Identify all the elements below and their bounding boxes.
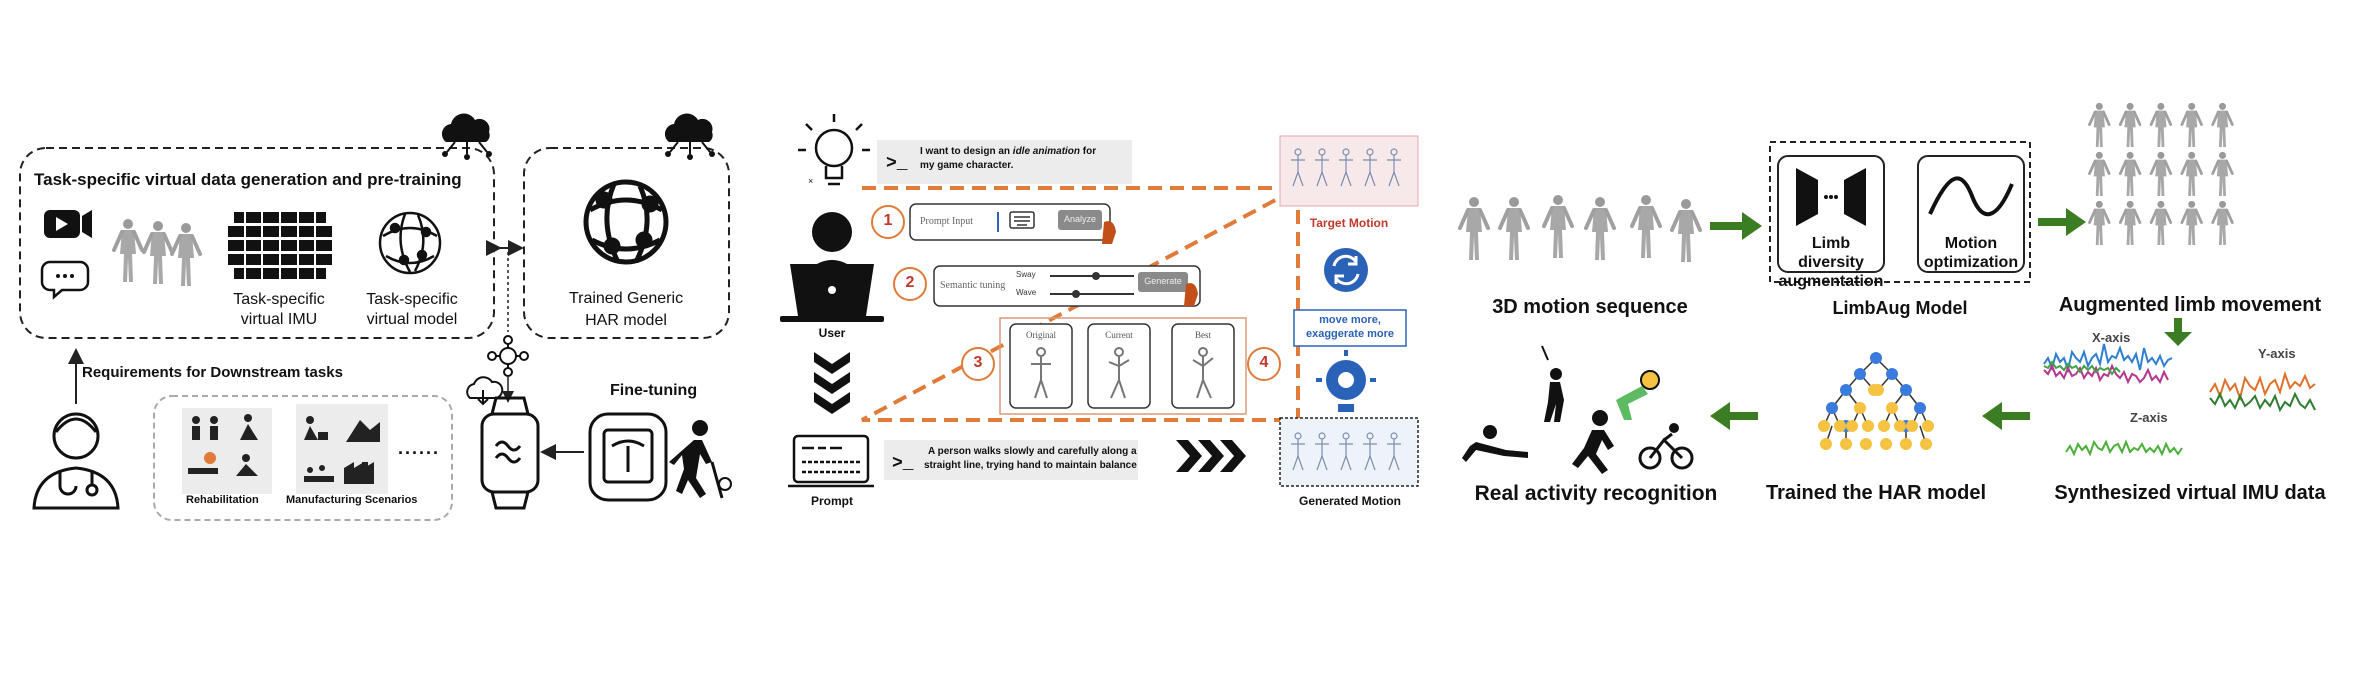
hand-cursor-icon bbox=[1102, 221, 1116, 244]
terminal-keyboard-icon bbox=[788, 434, 874, 488]
limbaug-box bbox=[1769, 141, 2031, 283]
card-best-label: Best bbox=[1194, 330, 1211, 340]
rehabilitation-label: Rehabilitation bbox=[186, 494, 259, 506]
generate-button[interactable]: Generate bbox=[1144, 276, 1182, 286]
green-arrow bbox=[2038, 208, 2086, 236]
walking-person-icon bbox=[669, 420, 732, 499]
limbaug-model-label: LimbAug Model bbox=[1832, 298, 1968, 318]
semantic-tuning-label: Semantic tuning bbox=[940, 280, 1006, 291]
limb-diversity-label: Limb diversity augmentation bbox=[1778, 235, 1884, 290]
manufacturing-label: Manufacturing Scenarios bbox=[286, 494, 418, 506]
target-motion-label: Target Motion bbox=[1309, 216, 1389, 230]
har-globe-icon bbox=[583, 179, 669, 265]
motion-sequence-figures bbox=[1458, 193, 1702, 264]
user-laptop-icon bbox=[780, 212, 884, 322]
cloud-download-icon bbox=[466, 376, 504, 406]
z-axis-label: Z-axis bbox=[2130, 410, 2168, 425]
prompt-input-field[interactable]: Prompt Input bbox=[920, 216, 974, 227]
generated-motion-label: Generated Motion bbox=[1298, 494, 1401, 508]
network-nodes-icon bbox=[487, 335, 529, 377]
motion-optimization-label: Motion optimization bbox=[1923, 235, 2019, 271]
step-1-number: 1 bbox=[883, 212, 893, 229]
humanoid-figures-image bbox=[112, 217, 202, 288]
refresh-icon bbox=[1324, 248, 1368, 292]
manufacturing-icons bbox=[296, 404, 388, 494]
model-label: Task-specific virtual model bbox=[366, 291, 458, 328]
svg-text:×: × bbox=[808, 176, 813, 186]
green-arrow bbox=[1710, 212, 1762, 240]
step-4-number: 4 bbox=[1259, 354, 1269, 371]
feedback-line2: exaggerate more bbox=[1305, 328, 1395, 340]
feedback-box bbox=[1293, 309, 1407, 347]
card-current-label: Current bbox=[1105, 330, 1133, 340]
augmented-limb-label: Augmented limb movement bbox=[2058, 294, 2322, 316]
x-axis-label: X-axis bbox=[2092, 330, 2131, 345]
smartwatch-icon bbox=[480, 396, 540, 510]
down-chevrons-icon bbox=[814, 352, 850, 414]
keyboard-icon bbox=[1009, 211, 1035, 229]
y-axis-label: Y-axis bbox=[2258, 346, 2296, 361]
tree-model-icon bbox=[1818, 352, 1934, 450]
requirements-label: Requirements for Downstream tasks bbox=[82, 364, 343, 381]
globe-network-icon bbox=[378, 211, 442, 275]
right-chevrons-icon bbox=[1176, 440, 1246, 472]
curve-icon bbox=[1928, 176, 2014, 216]
analyze-button[interactable]: Analyze bbox=[1063, 214, 1097, 224]
lightbulb-icon bbox=[798, 114, 870, 186]
feedback-line1: move more, bbox=[1319, 314, 1381, 326]
cloud-network-icon bbox=[664, 113, 715, 160]
step-2-number: 2 bbox=[905, 274, 915, 291]
prompt-top-line1: I want to design an idle animation for bbox=[920, 146, 1097, 157]
generated-motion-box bbox=[1279, 417, 1419, 487]
pretraining-title: Task-specific virtual data generation an… bbox=[34, 170, 462, 189]
doctor-icon bbox=[32, 412, 120, 510]
prompt-bottom-line1: A person walks slowly and carefully alon… bbox=[928, 446, 1137, 457]
target-motion-box bbox=[1279, 135, 1419, 207]
gear-bulb-icon bbox=[1316, 350, 1376, 412]
har-label: Trained Generic HAR model bbox=[568, 290, 684, 329]
scenarios-box bbox=[153, 395, 453, 521]
more-ellipsis: ...... bbox=[398, 438, 441, 458]
card-original-label: Original bbox=[1026, 330, 1056, 340]
rehabilitation-icons bbox=[182, 408, 272, 494]
imu-signal-plots bbox=[2043, 343, 2316, 457]
comparison-cards bbox=[1009, 323, 1235, 409]
step-3-number: 3 bbox=[973, 354, 983, 371]
prompt-label: Prompt bbox=[811, 494, 853, 508]
autoencoder-icon bbox=[1796, 168, 1866, 226]
video-camera-icon bbox=[44, 210, 92, 238]
green-arrow bbox=[1982, 402, 2030, 430]
imu-label: Task-specific virtual IMU bbox=[233, 291, 325, 328]
prompt-top-line2: my game character. bbox=[920, 160, 1014, 171]
finetune-model-icon bbox=[588, 412, 668, 502]
server-stack-icon bbox=[228, 212, 332, 279]
user-label: User bbox=[818, 326, 846, 340]
prompt-top-box bbox=[877, 140, 1132, 184]
sway-slider-label: Sway bbox=[1016, 270, 1036, 279]
green-arrow bbox=[1710, 402, 1758, 430]
wave-slider-label: Wave bbox=[1016, 288, 1037, 297]
real-activity-label: Real activity recognition bbox=[1474, 482, 1718, 505]
prompt-bottom-line2: straight line, trying hand to maintain b… bbox=[924, 460, 1137, 471]
trained-har-label: Trained the HAR model bbox=[1765, 482, 1987, 504]
green-arrow bbox=[2164, 318, 2192, 346]
svg-text:>_: >_ bbox=[892, 454, 914, 474]
activity-icons bbox=[1462, 345, 1694, 474]
svg-text:>_: >_ bbox=[886, 154, 908, 174]
motion-sequence-label: 3D motion sequence bbox=[1492, 296, 1688, 318]
finetuning-label: Fine-tuning bbox=[610, 382, 698, 399]
prompt-bottom-box bbox=[884, 440, 1138, 480]
synthesized-imu-label: Synthesized virtual IMU data bbox=[2054, 482, 2326, 504]
augmented-figures-grid bbox=[2088, 101, 2234, 247]
har-box bbox=[523, 147, 730, 339]
hand-cursor-icon bbox=[1184, 283, 1198, 306]
chat-bubble-icon bbox=[40, 260, 90, 300]
pretraining-box bbox=[19, 147, 495, 339]
cloud-network-icon bbox=[441, 113, 492, 160]
